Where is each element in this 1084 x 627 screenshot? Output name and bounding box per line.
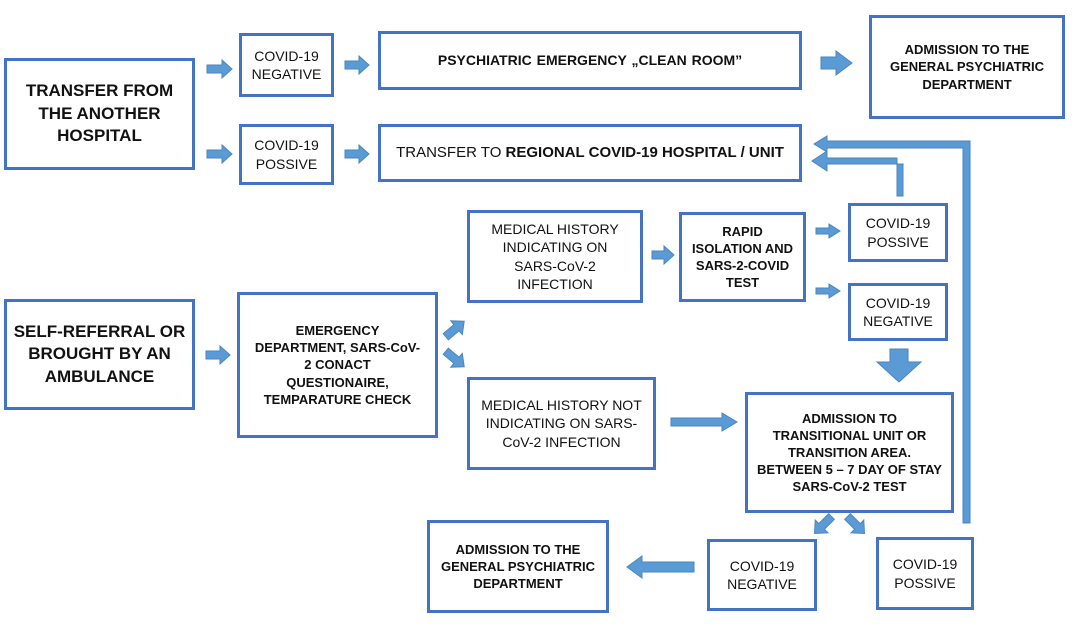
regional-prefix: TRANSFER TO [396,144,506,162]
rapid-isolation-test-label: RAPID ISOLATION AND SARS-2-COVID TEST [691,223,794,291]
arrow-history-no-to-transitional [670,412,738,432]
rapid-covid-negative-label: COVID-19 NEGATIVE [863,294,933,329]
arrow-transitional-to-negative [813,512,836,535]
admission-general-psychiatric-bottom-box: ADMISSION TO THE GENERAL PSYCHIATRIC DEP… [427,520,609,613]
admission-general-psychiatric-bottom-label: ADMISSION TO THE GENERAL PSYCHIATRIC DEP… [440,541,596,592]
arrow-self-referral-to-emergency [205,344,231,366]
clean-room-label: PSYCHIATRIC EMERGENCY „CLEAN ROOM” [437,52,743,69]
arrow-transitional-to-positive [843,512,866,535]
arrow-negative-to-admission-bottom [626,555,695,579]
top-covid-negative-box: COVID-19 NEGATIVE [239,33,334,97]
arrow-transfer-to-positive [206,143,233,165]
arrow-clean-room-to-admission [820,50,853,76]
arrow-history-to-rapid-test [651,244,675,266]
top-covid-positive-label: COVID-19 POSSIVE [254,137,319,172]
arrow-emergency-to-history-yes [442,320,465,341]
arrow-emergency-to-history-no [442,347,465,368]
rapid-covid-positive-box: COVID-19 POSSIVE [848,203,948,262]
medical-history-indicating-box: MEDICAL HISTORY INDICATING ON SARS-CoV-2… [467,210,643,303]
arrow-negative-to-clean-room [344,54,370,76]
regional-covid-hospital-box: TRANSFER TO REGIONAL COVID-19 HOSPITAL /… [378,124,802,182]
clean-room-box: PSYCHIATRIC EMERGENCY „CLEAN ROOM” [378,31,802,90]
arrow-rapid-to-positive [815,223,841,239]
arrow-positive-to-regional-hospital [811,150,904,197]
rapid-covid-negative-box: COVID-19 NEGATIVE [848,283,948,341]
regional-covid-hospital-label: TRANSFER TO REGIONAL COVID-19 HOSPITAL /… [396,143,784,163]
admission-general-psychiatric-top-box: ADMISSION TO THE GENERAL PSYCHIATRIC DEP… [869,15,1065,119]
transitional-unit-label: ADMISSION TO TRANSITIONAL UNIT OR TRANSI… [757,410,942,495]
self-referral-box: SELF-REFERRAL OR BROUGHT BY AN AMBULANCE [4,299,195,410]
medical-history-not-indicating-box: MEDICAL HISTORY NOT INDICATING ON SARS-C… [467,377,656,470]
arrow-transfer-to-negative [206,58,233,80]
self-referral-label: SELF-REFERRAL OR BROUGHT BY AN AMBULANCE [13,321,186,386]
arrow-negative-to-transitional [875,348,923,383]
rapid-covid-positive-label: COVID-19 POSSIVE [865,215,931,250]
transfer-from-hospital-label: TRANSFER FROM THE ANOTHER HOSPITAL [25,81,174,146]
medical-history-indicating-label: MEDICAL HISTORY INDICATING ON SARS-CoV-2… [491,220,619,292]
bottom-covid-positive-label: COVID-19 POSSIVE [892,556,958,591]
bottom-covid-positive-box: COVID-19 POSSIVE [876,537,974,610]
arrow-positive-to-regional [344,143,370,165]
bottom-covid-negative-box: COVID-19 NEGATIVE [707,539,817,611]
rapid-isolation-test-box: RAPID ISOLATION AND SARS-2-COVID TEST [679,212,806,302]
top-covid-positive-box: COVID-19 POSSIVE [239,124,334,185]
regional-bold: REGIONAL COVID-19 HOSPITAL / UNIT [505,144,784,162]
medical-history-not-indicating-label: MEDICAL HISTORY NOT INDICATING ON SARS-C… [481,396,642,450]
arrow-rapid-to-negative [815,283,841,299]
bottom-covid-negative-label: COVID-19 NEGATIVE [727,557,797,592]
emergency-department-box: EMERGENCY DEPARTMENT, SARS-CoV-2 CONACT … [237,292,438,438]
transitional-unit-box: ADMISSION TO TRANSITIONAL UNIT OR TRANSI… [745,392,954,513]
emergency-department-label: EMERGENCY DEPARTMENT, SARS-CoV-2 CONACT … [254,323,421,407]
top-covid-negative-label: COVID-19 NEGATIVE [251,47,322,82]
admission-general-psychiatric-top-label: ADMISSION TO THE GENERAL PSYCHIATRIC DEP… [889,42,1045,92]
transfer-from-hospital-box: TRANSFER FROM THE ANOTHER HOSPITAL [4,58,195,170]
